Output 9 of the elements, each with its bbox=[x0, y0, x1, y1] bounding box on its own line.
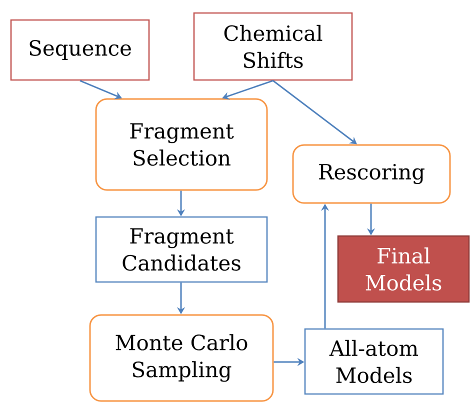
input-box: Chemical Shifts bbox=[193, 12, 353, 81]
input-box: Sequence bbox=[10, 19, 150, 81]
data-box: All-atom Models bbox=[304, 328, 444, 395]
process-box: Monte Carlo Sampling bbox=[89, 314, 274, 402]
process-box: Fragment Selection bbox=[95, 98, 268, 191]
process-box: Rescoring bbox=[292, 144, 451, 204]
data-box: Fragment Candidates bbox=[95, 216, 268, 283]
arrow bbox=[272, 80, 357, 144]
result-box: Final Models bbox=[337, 235, 470, 303]
